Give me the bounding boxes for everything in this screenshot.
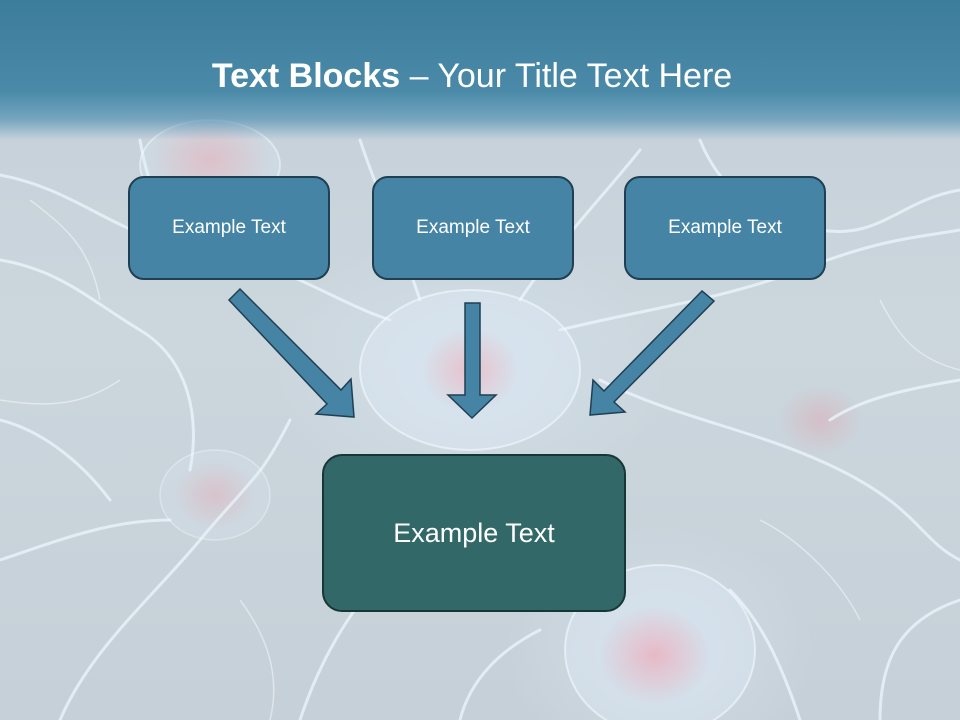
title-rest-part: Your Title Text Here <box>437 57 733 95</box>
text-block-right[interactable]: Example Text <box>624 176 826 280</box>
target-text-block[interactable]: Example Text <box>322 454 626 612</box>
target-text-block-label: Example Text <box>393 517 555 548</box>
title-bold-part: Text Blocks <box>211 57 401 95</box>
text-block-center-label: Example Text <box>416 217 530 238</box>
text-block-center[interactable]: Example Text <box>372 176 574 280</box>
arrow-left-to-target <box>227 287 355 418</box>
arrow-center-to-target <box>446 302 498 420</box>
arrow-right-to-target <box>589 289 716 416</box>
title-bar <box>0 0 960 140</box>
slide-title: Text Blocks – Your Title Text Here <box>0 54 944 98</box>
text-block-right-label: Example Text <box>668 217 782 238</box>
title-dash: – <box>400 57 438 95</box>
text-block-left-label: Example Text <box>172 217 286 238</box>
text-block-left[interactable]: Example Text <box>128 176 330 280</box>
